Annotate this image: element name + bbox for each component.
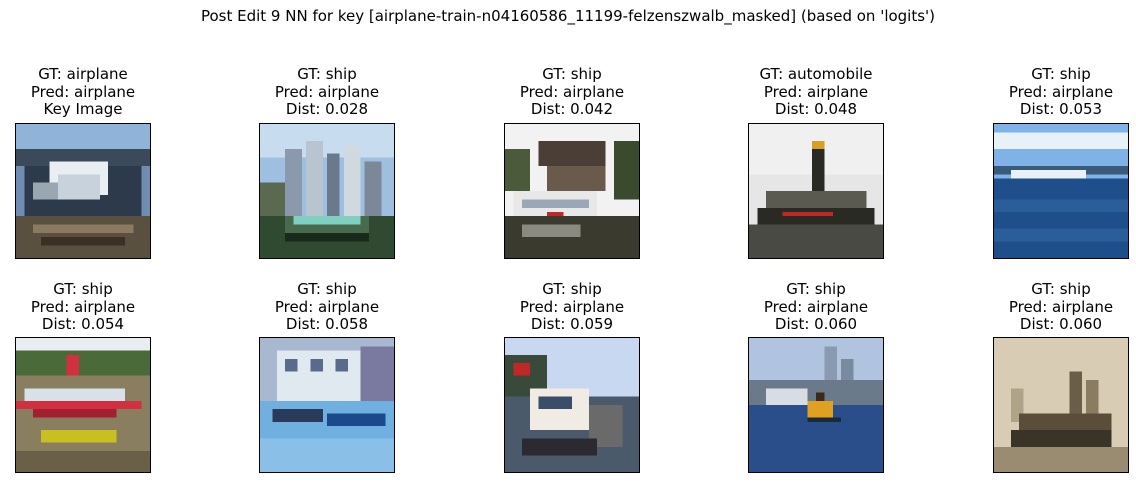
thumbnail-image <box>504 123 640 259</box>
extra-label: Dist: 0.059 <box>530 315 614 333</box>
pred-label: Pred: airplane <box>1008 82 1114 101</box>
panel-caption: GT: ship Pred: airplane Dist: 0.058 <box>219 280 435 334</box>
extra-label: Dist: 0.053 <box>1019 100 1103 118</box>
pred-label: Pred: airplane <box>519 82 625 101</box>
gt-label: GT: airplane <box>38 65 128 83</box>
extra-label: Dist: 0.060 <box>774 315 858 333</box>
gt-label: GT: ship <box>786 280 846 298</box>
extra-label: Dist: 0.028 <box>285 100 369 118</box>
thumbnail-image <box>748 337 884 473</box>
panel-caption: GT: airplane Pred: airplane Key Image <box>0 65 191 119</box>
extra-label: Dist: 0.048 <box>774 100 858 118</box>
panel-caption: GT: ship Pred: airplane Dist: 0.053 <box>953 65 1136 119</box>
pred-label: Pred: airplane <box>519 297 625 316</box>
panel-caption: GT: ship Pred: airplane Dist: 0.060 <box>708 280 924 334</box>
figure-title: Post Edit 9 NN for key [airplane-train-n… <box>200 7 936 25</box>
panel-caption: GT: automobile Pred: airplane Dist: 0.04… <box>708 65 924 119</box>
gt-label: GT: ship <box>1031 280 1091 298</box>
thumbnail-image <box>504 337 640 473</box>
gt-label: GT: ship <box>297 280 357 298</box>
thumbnail-image <box>993 337 1129 473</box>
pred-label: Pred: airplane <box>1008 297 1114 316</box>
extra-label: Dist: 0.054 <box>41 315 125 333</box>
extra-label: Dist: 0.058 <box>285 315 369 333</box>
pred-label: Pred: airplane <box>763 297 869 316</box>
thumbnail-image <box>993 123 1129 259</box>
gt-label: GT: ship <box>542 280 602 298</box>
pred-label: Pred: airplane <box>763 82 869 101</box>
pred-label: Pred: airplane <box>274 297 380 316</box>
pred-label: Pred: airplane <box>30 82 136 101</box>
extra-label: Dist: 0.060 <box>1019 315 1103 333</box>
thumbnail-image <box>259 123 395 259</box>
gt-label: GT: ship <box>542 65 602 83</box>
panel-caption: GT: ship Pred: airplane Dist: 0.054 <box>0 280 191 334</box>
panel-caption: GT: ship Pred: airplane Dist: 0.059 <box>464 280 680 334</box>
extra-label: Dist: 0.042 <box>530 100 614 118</box>
thumbnail-image <box>259 337 395 473</box>
thumbnail-image <box>15 123 151 259</box>
gt-label: GT: ship <box>53 280 113 298</box>
gt-label: GT: ship <box>297 65 357 83</box>
gt-label: GT: ship <box>1031 65 1091 83</box>
panel-caption: GT: ship Pred: airplane Dist: 0.028 <box>219 65 435 119</box>
pred-label: Pred: airplane <box>274 82 380 101</box>
panel-caption: GT: ship Pred: airplane Dist: 0.042 <box>464 65 680 119</box>
thumbnail-image <box>15 337 151 473</box>
extra-label: Key Image <box>43 100 123 118</box>
gt-label: GT: automobile <box>759 65 873 83</box>
pred-label: Pred: airplane <box>30 297 136 316</box>
panel-caption: GT: ship Pred: airplane Dist: 0.060 <box>953 280 1136 334</box>
thumbnail-image <box>748 123 884 259</box>
